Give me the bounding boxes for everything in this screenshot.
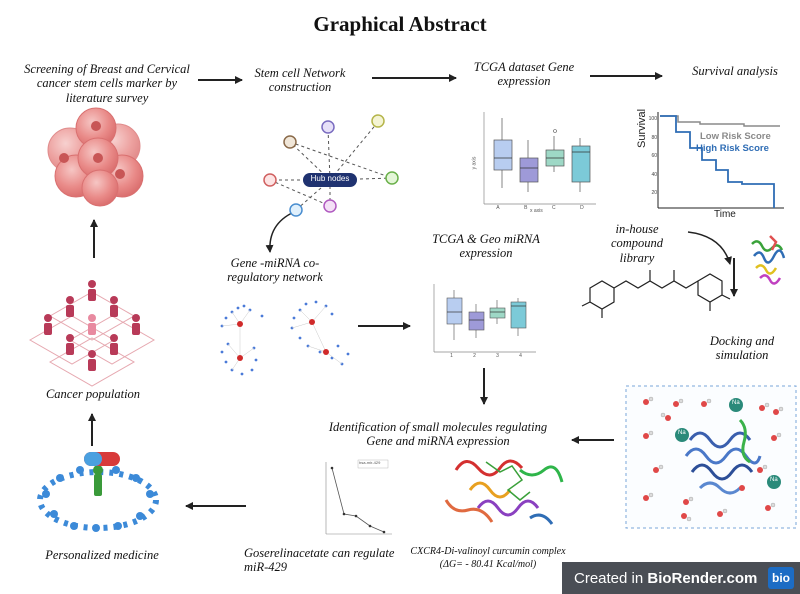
credit-prefix: Created in (574, 569, 648, 587)
goserelin-legend: hsa-mir-429 (359, 460, 381, 465)
sodium-ion-label: Na (732, 400, 740, 406)
tcga-geo-mirna-label: TCGA & Geo miRNA expression (432, 232, 540, 261)
category-tick: D (580, 205, 584, 211)
docking-simulation-label: Docking and simulation (709, 334, 775, 363)
category-tick: A (496, 205, 500, 211)
personalized-medicine-label: Personalized medicine (45, 548, 159, 562)
survival-yticks: 100 80 60 40 20 (645, 110, 657, 203)
survival-curve-chart (657, 112, 784, 209)
cancer-stem-cells-illustration (47, 107, 144, 207)
personalized-medicine-illustration (37, 452, 159, 532)
credit-brand: BioRender.com (647, 569, 758, 587)
biorender-footer[interactable]: Created in BioRender.com bio (562, 562, 800, 594)
graphical-abstract-title: Graphical Abstract (313, 12, 487, 36)
sodium-ion-label: Na (770, 477, 778, 483)
category-tick: 2 (473, 353, 476, 359)
tcga-gene-expression-label: TCGA dataset Gene expression (473, 60, 575, 89)
hub-nodes-label: Hub nodes (310, 174, 350, 183)
cancer-population-illustration (28, 280, 156, 387)
cancer-population-label: Cancer population (45, 387, 141, 401)
mirna-boxplot-chart (433, 284, 536, 353)
identification-label: Identification of small molecules regula… (328, 420, 548, 449)
ytick: 20 (651, 190, 657, 196)
curcumin-molecule-structure (581, 270, 731, 318)
gene-mirna-network-label: Gene -miRNA co-regulatory network (227, 256, 323, 285)
goserelin-label: Goserelinacetate can regulate miR-429 (244, 546, 395, 575)
tcga-categories: A B C D (484, 205, 596, 211)
delta-g-label: (ΔG= - 80.41 Kcal/mol) (439, 559, 537, 570)
tcga-boxplot-chart (483, 112, 596, 205)
category-tick: 3 (496, 353, 499, 359)
flow-arrows (88, 72, 738, 510)
biorender-credit: Created in BioRender.com (562, 570, 757, 587)
stem-cell-network-illustration (263, 114, 399, 217)
biorender-logo-icon: bio (768, 567, 794, 589)
gene-mirna-network-illustration (206, 298, 354, 384)
tcga-xlabel: x axis (530, 208, 543, 214)
category-tick: 1 (450, 353, 453, 359)
ytick: 100 (648, 116, 657, 122)
legend-high-risk: High Risk Score (696, 143, 769, 154)
category-tick: 4 (519, 353, 522, 359)
cxcr4-complex-label: CXCR4-Di-valinoyl curcumin complex (410, 546, 566, 557)
category-tick: B (524, 205, 528, 211)
goserelin-mir429-plot (325, 459, 392, 535)
protein-structure-illustration (751, 235, 786, 285)
ytick: 40 (651, 171, 657, 178)
docking-simulation-panel (625, 385, 797, 529)
network-construction-label: Stem cell Network construction (254, 66, 346, 95)
tcga-ylabel: y axis (471, 156, 478, 170)
legend-low-risk: Low Risk Score (700, 131, 771, 142)
ytick: 60 (651, 153, 657, 159)
cxcr4-complex-illustration (444, 459, 564, 525)
survival-analysis-label: Survival analysis (692, 64, 778, 78)
mirna-categories: 1 2 3 4 (440, 353, 532, 359)
ytick: 80 (651, 134, 657, 141)
survival-xlabel: Time (714, 209, 736, 220)
screening-label: Screening of Breast and Cervical cancer … (24, 62, 190, 105)
sodium-ion-label: Na (678, 430, 686, 436)
category-tick: C (551, 205, 556, 211)
inhouse-library-label: in-house compound library (610, 222, 664, 265)
